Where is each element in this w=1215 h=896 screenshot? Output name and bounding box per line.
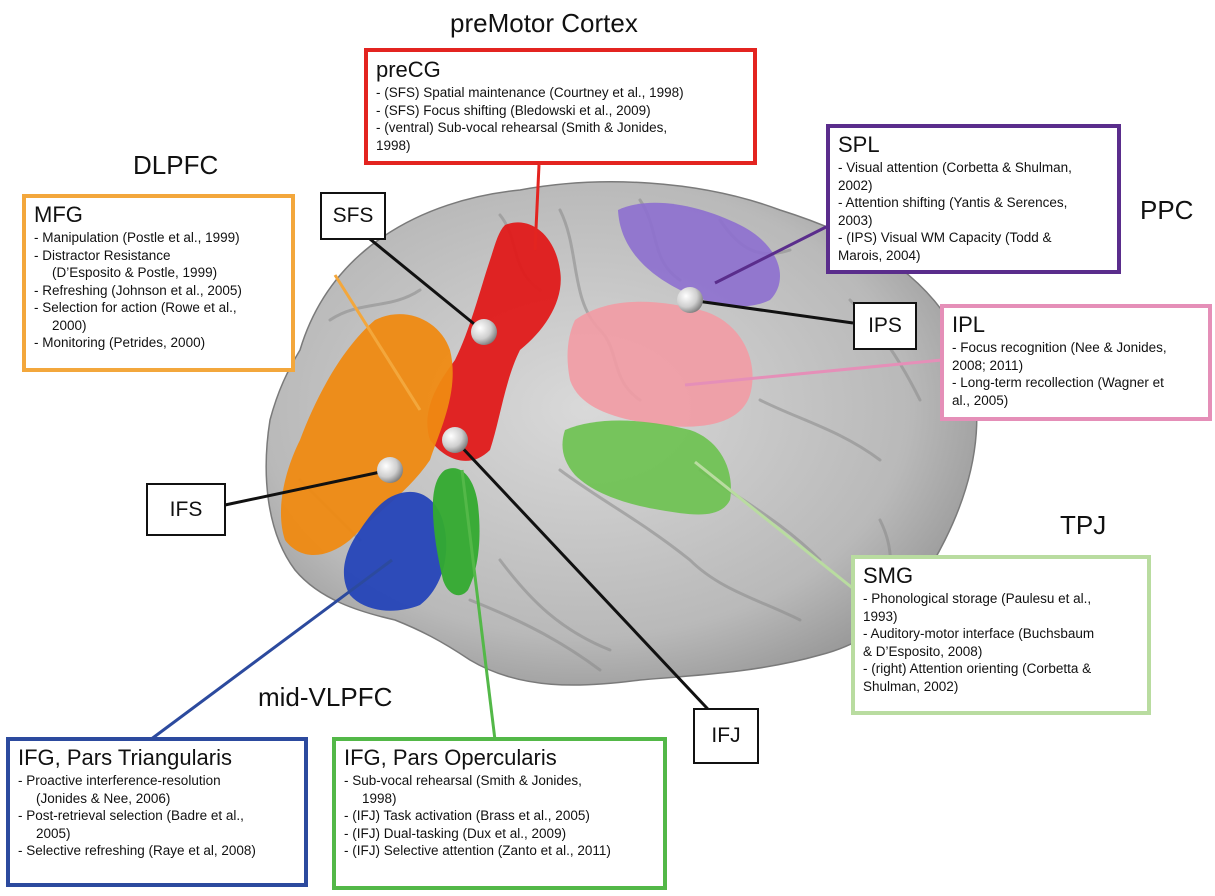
precg-item: 1998) — [376, 137, 411, 153]
precg-item: - (SFS) Focus shifting (Bledowski et al.… — [376, 102, 651, 118]
ifg-tri-item: 2005) — [36, 825, 71, 841]
ifg-tri-title: IFG, Pars Triangularis — [18, 745, 232, 770]
region-dlpfc: DLPFC — [133, 150, 219, 180]
ifg-oper-item: - Sub-vocal rehearsal (Smith & Jonides, — [344, 773, 582, 788]
ifg-oper-box: IFG, Pars Opercularis - Sub-vocal rehear… — [332, 737, 667, 890]
ifg-tri-box: IFG, Pars Triangularis - Proactive inter… — [6, 737, 308, 887]
ifj-marker — [442, 427, 468, 453]
ifg-oper-item: - (IFJ) Task activation (Brass et al., 2… — [344, 808, 590, 823]
sfs-marker — [471, 319, 497, 345]
precg-region — [427, 222, 561, 461]
ifg-oper-item: 1998) — [362, 790, 397, 806]
smg-item: 1993) — [863, 608, 898, 624]
ipl-box: IPL - Focus recognition (Nee & Jonides, … — [940, 304, 1212, 421]
ifg-oper-title: IFG, Pars Opercularis — [344, 745, 557, 770]
spl-item: 2003) — [838, 212, 873, 228]
tag-ips: IPS — [853, 302, 917, 350]
smg-item: & D’Esposito, 2008) — [863, 643, 983, 659]
ifg-oper-item: - (IFJ) Dual-tasking (Dux et al., 2009) — [344, 825, 567, 841]
mfg-item: - Monitoring (Petrides, 2000) — [34, 335, 206, 350]
ipl-region — [567, 301, 753, 427]
spl-box: SPL - Visual attention (Corbetta & Shulm… — [826, 124, 1121, 274]
smg-title: SMG — [863, 563, 914, 588]
ifg-tri-item: - Post-retrieval selection (Badre et al.… — [18, 808, 244, 823]
mfg-item: - Selection for action (Rowe et al., — [34, 300, 237, 315]
ipl-title: IPL — [952, 312, 986, 337]
precg-item: - (ventral) Sub-vocal rehearsal (Smith &… — [376, 120, 668, 135]
spl-item: - Attention shifting (Yantis & Serences, — [838, 195, 1068, 210]
tag-ifs: IFS — [146, 483, 226, 536]
region-mid-vlpfc: mid-VLPFC — [258, 682, 393, 712]
tag-sfs: SFS — [320, 192, 386, 240]
precg-connector — [533, 164, 541, 251]
spl-title: SPL — [838, 132, 880, 157]
mfg-connector — [333, 274, 422, 411]
ifg-tri-item: - Proactive interference-resolution — [18, 773, 221, 788]
smg-item: - Auditory-motor interface (Buchsbaum — [863, 626, 1095, 641]
smg-region — [562, 420, 731, 515]
mfg-box: MFG - Manipulation (Postle et al., 1999)… — [22, 194, 295, 372]
spl-item: - Visual attention (Corbetta & Shulman, — [838, 160, 1072, 175]
precg-item: - (SFS) Spatial maintenance (Courtney et… — [376, 85, 684, 100]
ipl-item: al., 2005) — [952, 392, 1009, 408]
ipl-item: - Long-term recollection (Wagner et — [952, 375, 1164, 390]
ifs-connector — [224, 468, 391, 507]
precg-title: preCG — [376, 57, 441, 82]
tag-ifj: IFJ — [693, 708, 759, 764]
smg-box: SMG - Phonological storage (Paulesu et a… — [851, 555, 1151, 715]
mfg-title: MFG — [34, 202, 83, 227]
ifg-oper-region — [432, 468, 480, 596]
mfg-item: - Refreshing (Johnson et al., 2005) — [34, 282, 242, 298]
spl-item: 2002) — [838, 177, 873, 193]
smg-item: - Phonological storage (Paulesu et al., — [863, 591, 1092, 606]
ipl-connector — [684, 358, 943, 387]
ifg-tri-region — [343, 491, 447, 611]
ifg-tri-connector — [149, 558, 393, 742]
ips-marker — [677, 287, 703, 313]
ipl-item: 2008; 2011) — [952, 357, 1024, 373]
ipl-item: - Focus recognition (Nee & Jonides, — [952, 340, 1167, 355]
ifg-oper-connector — [460, 469, 497, 741]
mfg-item: (D’Esposito & Postle, 1999) — [52, 265, 218, 280]
smg-item: Shulman, 2002) — [863, 678, 959, 694]
ifs-marker — [377, 457, 403, 483]
smg-item: - (right) Attention orienting (Corbetta … — [863, 661, 1092, 676]
region-ppc: PPC — [1140, 195, 1194, 225]
spl-item: Marois, 2004) — [838, 247, 921, 263]
mfg-item: - Distractor Resistance — [34, 247, 171, 263]
mfg-region — [280, 314, 453, 555]
spl-region — [618, 202, 780, 307]
ifg-tri-item: (Jonides & Nee, 2006) — [36, 790, 171, 806]
ips-connector — [689, 298, 854, 325]
ifj-connector — [453, 438, 722, 724]
spl-connector — [714, 223, 831, 285]
ifg-oper-item: - (IFJ) Selective attention (Zanto et al… — [344, 843, 611, 858]
precg-box: preCG - (SFS) Spatial maintenance (Court… — [364, 48, 757, 165]
sfs-connector — [364, 233, 485, 334]
smg-connector — [694, 460, 856, 592]
mfg-item: - Manipulation (Postle et al., 1999) — [34, 230, 240, 245]
spl-item: - (IPS) Visual WM Capacity (Todd & — [838, 230, 1052, 245]
region-tpj: TPJ — [1060, 510, 1107, 540]
ifg-tri-item: - Selective refreshing (Raye et al, 2008… — [18, 843, 256, 858]
region-premotor: preMotor Cortex — [450, 8, 638, 38]
mfg-item: 2000) — [52, 317, 87, 333]
